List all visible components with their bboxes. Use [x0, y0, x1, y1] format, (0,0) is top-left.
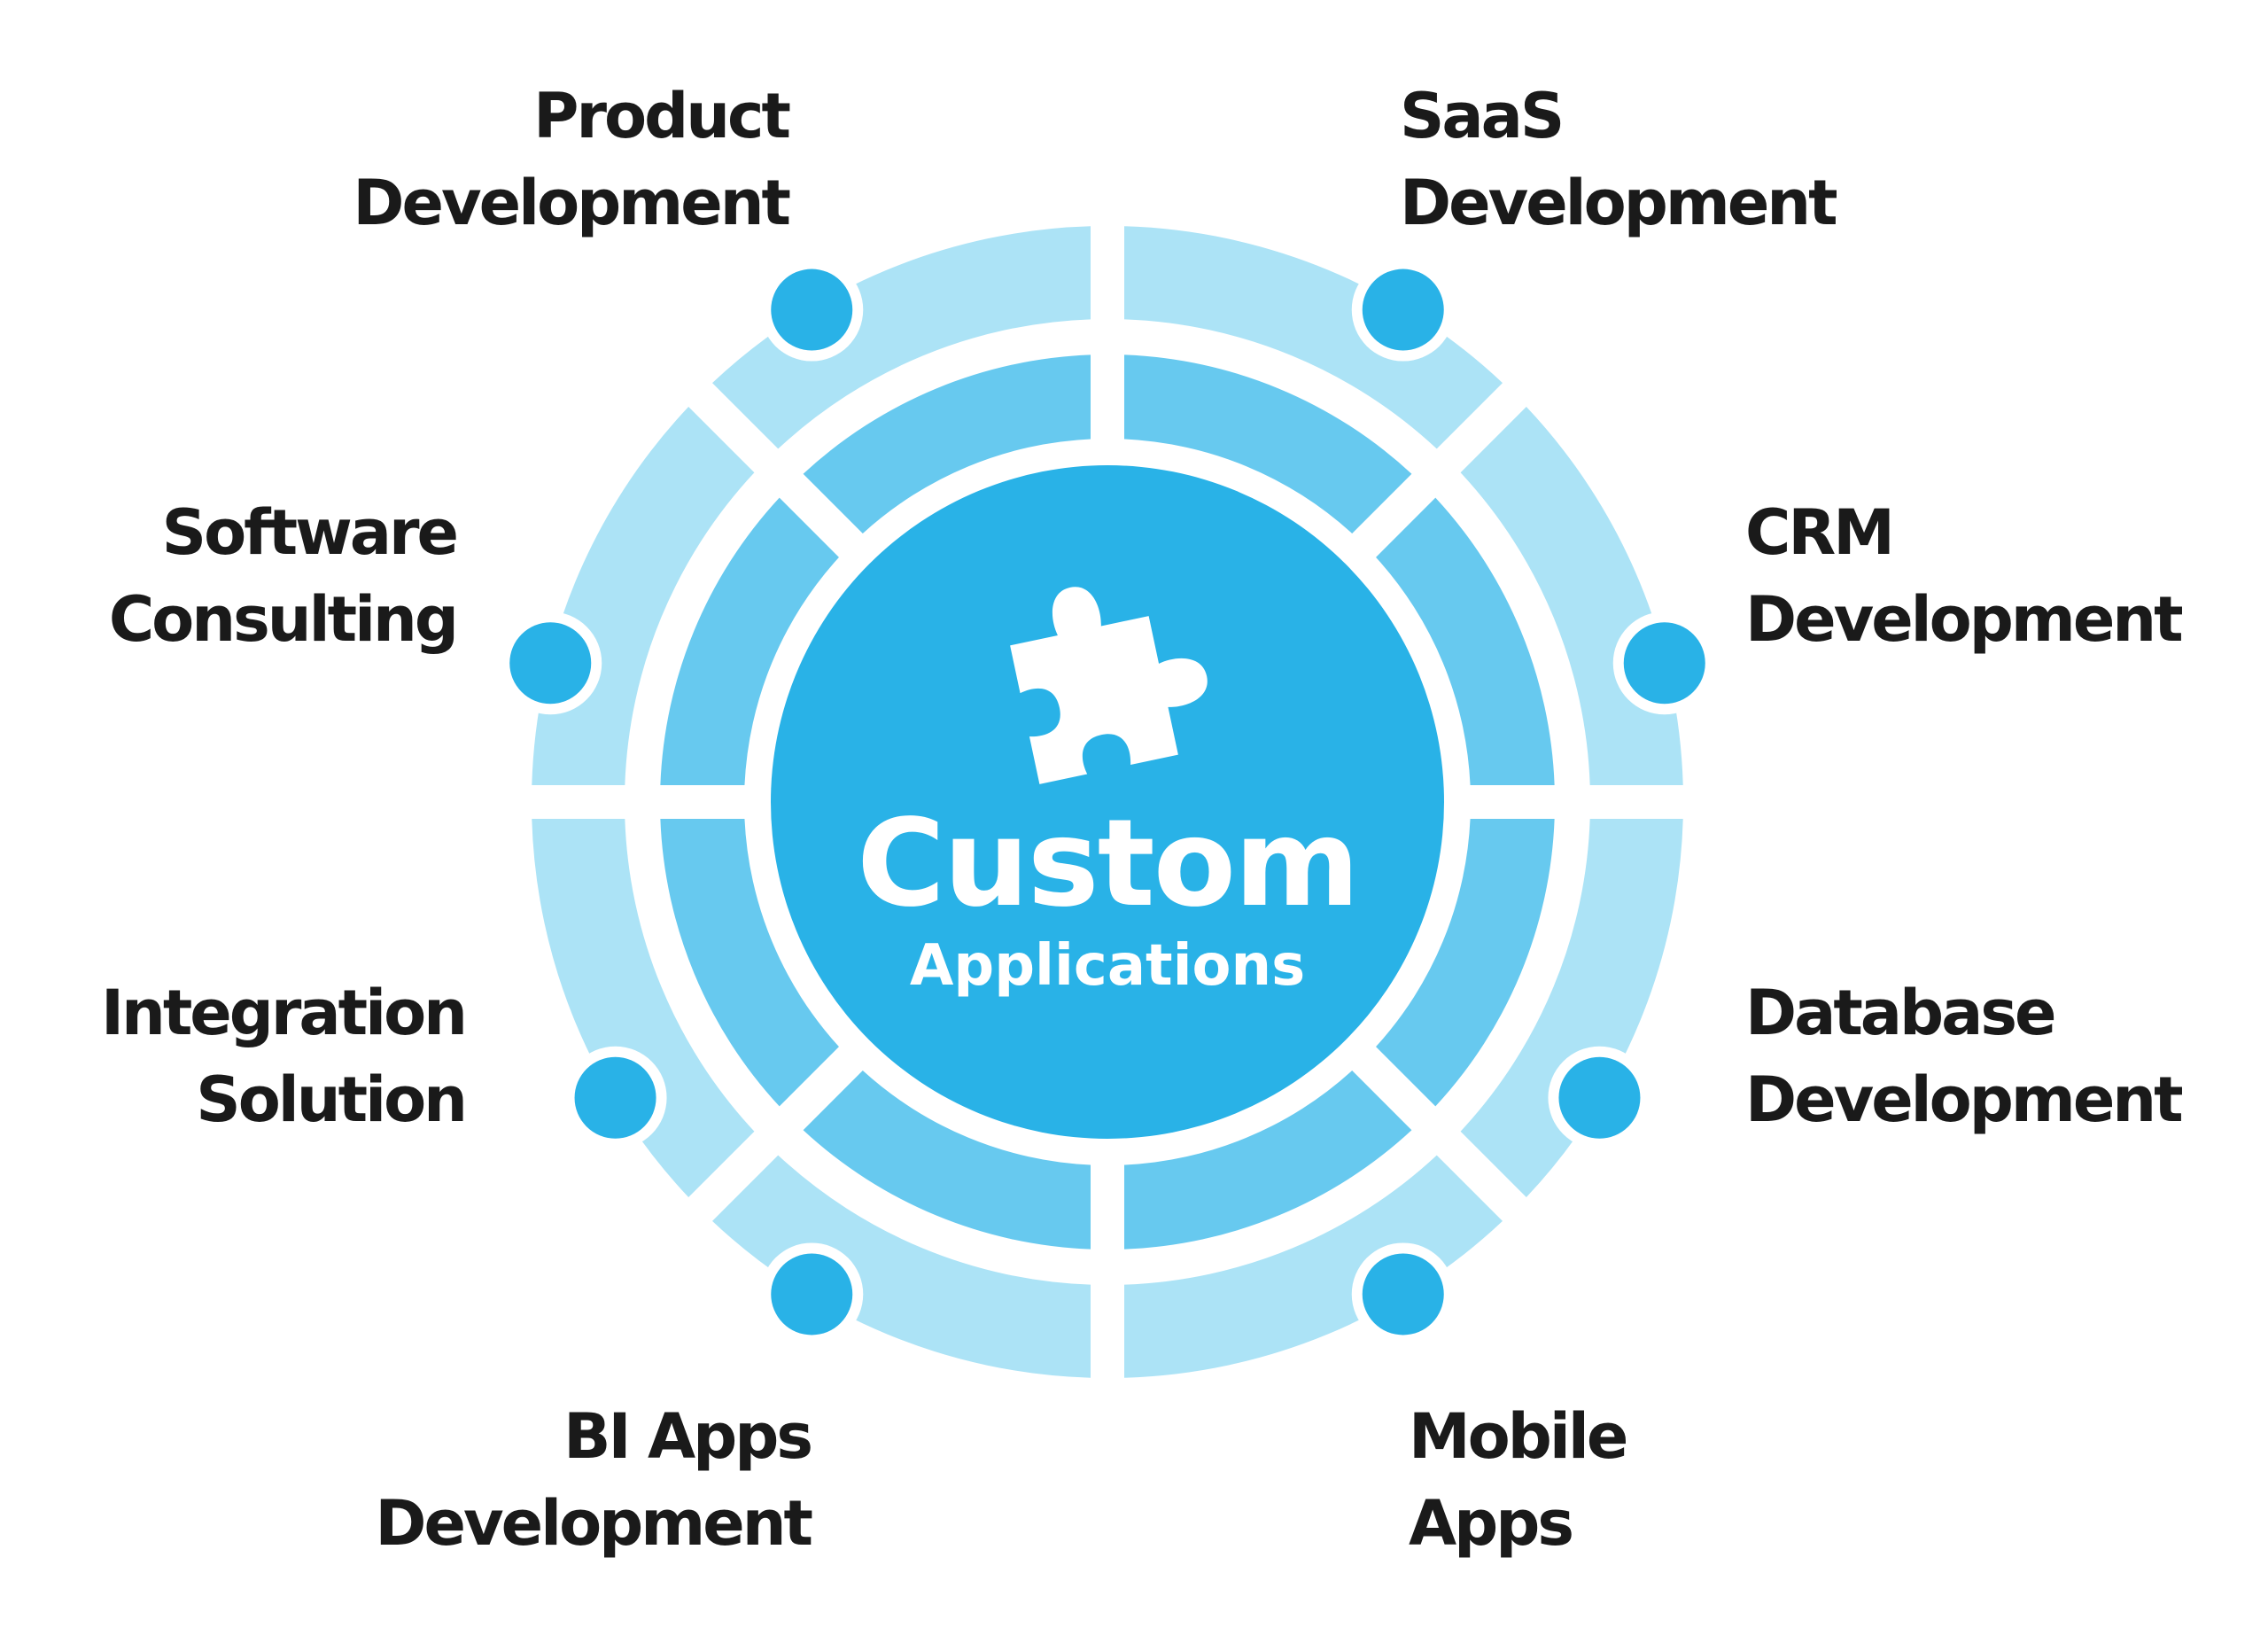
- outer-ring-segment: [1123, 226, 1503, 449]
- middle-ring-segment: [660, 497, 839, 786]
- center-circle: [771, 465, 1444, 1139]
- label-crm-development: CRM Development: [1745, 496, 2184, 656]
- node-dot-software-consulting: [509, 622, 592, 705]
- label-mobile-apps: Mobile Apps: [1409, 1400, 1628, 1560]
- center-subtitle: Applications: [909, 933, 1306, 999]
- label-bi-apps-development: BI Apps Development: [375, 1400, 813, 1560]
- middle-ring-segment: [1376, 818, 1555, 1107]
- outer-ring-segment: [1123, 1155, 1503, 1378]
- middle-ring-segment: [803, 354, 1091, 533]
- node-dot-bi-apps-development: [771, 1253, 853, 1335]
- middle-ring-segment: [1123, 354, 1412, 533]
- middle-ring-segment: [1123, 1071, 1412, 1250]
- node-dot-database-development: [1558, 1056, 1641, 1139]
- outer-ring: [532, 226, 1683, 1378]
- node-dot-product-development: [771, 269, 853, 351]
- label-database-development: Database Development: [1745, 977, 2184, 1136]
- node-dots: [499, 258, 1716, 1346]
- label-software-consulting: Software Consulting: [108, 496, 459, 656]
- label-integration-solution: Integration Solution: [100, 977, 468, 1136]
- label-product-development: Product Development: [353, 80, 791, 239]
- middle-ring-segment: [1376, 497, 1555, 786]
- outer-ring-segment: [532, 818, 755, 1197]
- node-dot-saas-development: [1362, 269, 1444, 351]
- outer-ring-segment: [1460, 818, 1683, 1197]
- puzzle-piece-icon: [1010, 587, 1208, 784]
- node-dot-mobile-apps: [1362, 1253, 1444, 1335]
- middle-ring: [660, 354, 1555, 1250]
- outer-ring-segment: [712, 1155, 1091, 1378]
- middle-ring-segment: [660, 818, 839, 1107]
- outer-ring-segment: [712, 226, 1091, 449]
- center-title: Custom: [857, 794, 1360, 934]
- node-dot-crm-development: [1623, 622, 1705, 705]
- label-saas-development: SaaS Development: [1400, 80, 1838, 239]
- node-dot-integration-solution: [574, 1056, 656, 1139]
- middle-ring-segment: [803, 1071, 1091, 1250]
